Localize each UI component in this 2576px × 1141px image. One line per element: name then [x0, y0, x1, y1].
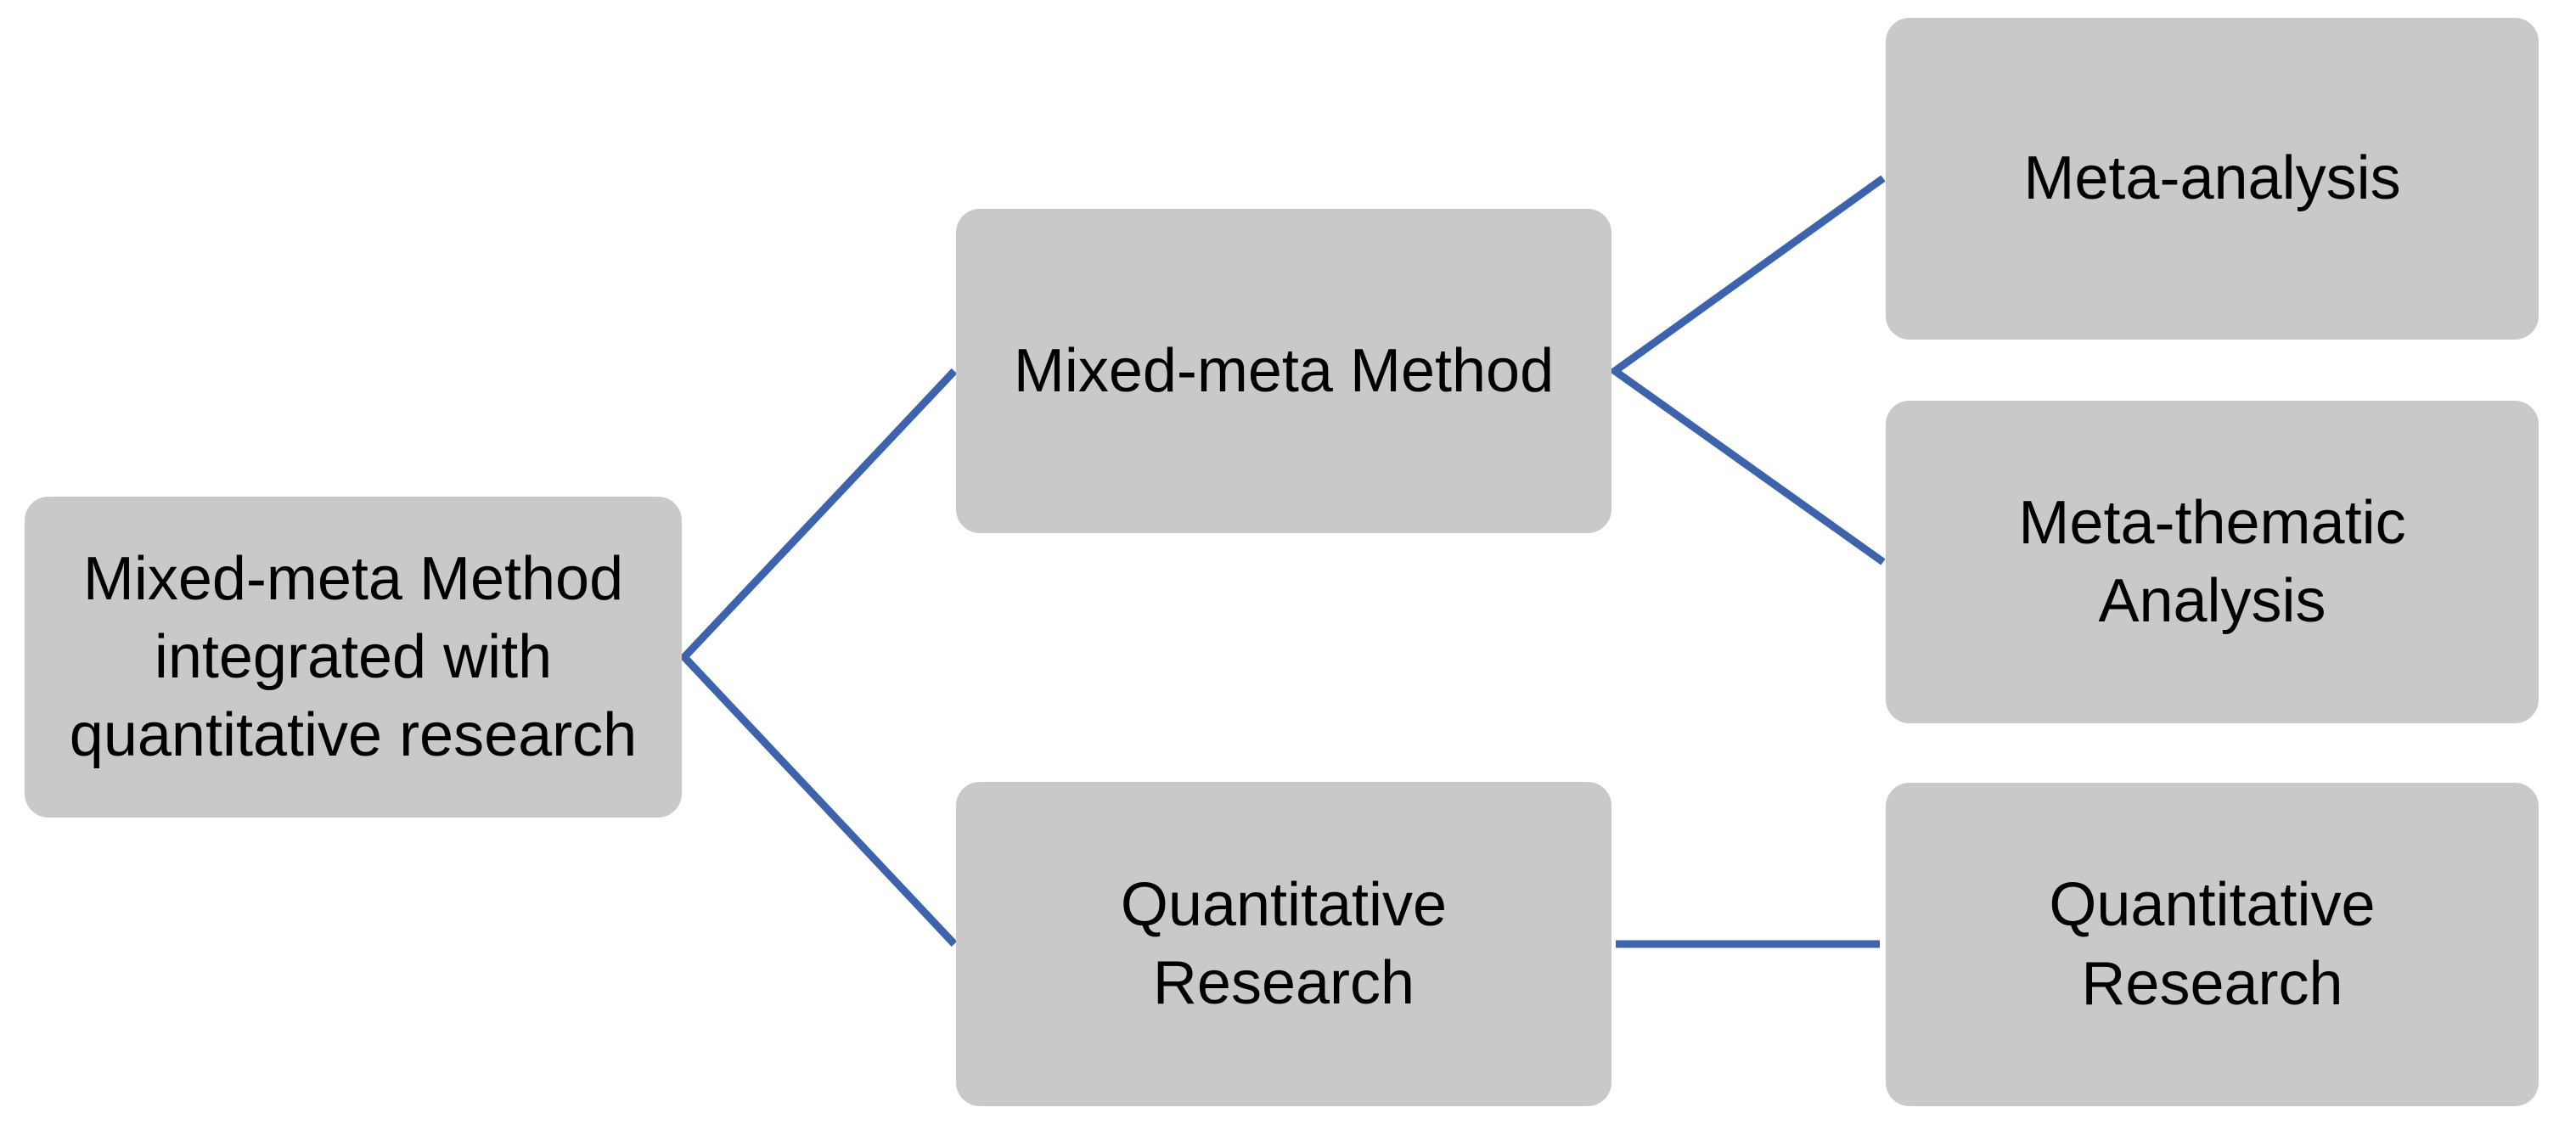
node-quantitative-research-leaf: Quantitative Research [1886, 783, 2539, 1106]
node-root: Mixed-meta Method integrated with quanti… [25, 497, 682, 818]
connector-root-fork [678, 368, 958, 947]
node-meta-analysis-label: Meta-analysis [2023, 144, 2401, 213]
node-meta-thematic-analysis-label: Meta-thematic Analysis [2018, 488, 2406, 635]
node-quantitative-research-label: Quantitative Research [1120, 870, 1448, 1017]
node-quantitative-research-leaf-label: Quantitative Research [2049, 871, 2376, 1018]
node-root-label: Mixed-meta Method integrated with quanti… [69, 544, 638, 770]
node-mixed-meta-method: Mixed-meta Method [956, 209, 1611, 533]
connector-mixed-meta-fork [1608, 175, 1886, 565]
node-meta-thematic-analysis: Meta-thematic Analysis [1886, 401, 2539, 723]
node-mixed-meta-method-label: Mixed-meta Method [1013, 336, 1555, 405]
node-quantitative-research: Quantitative Research [956, 782, 1611, 1106]
node-meta-analysis: Meta-analysis [1886, 18, 2539, 340]
